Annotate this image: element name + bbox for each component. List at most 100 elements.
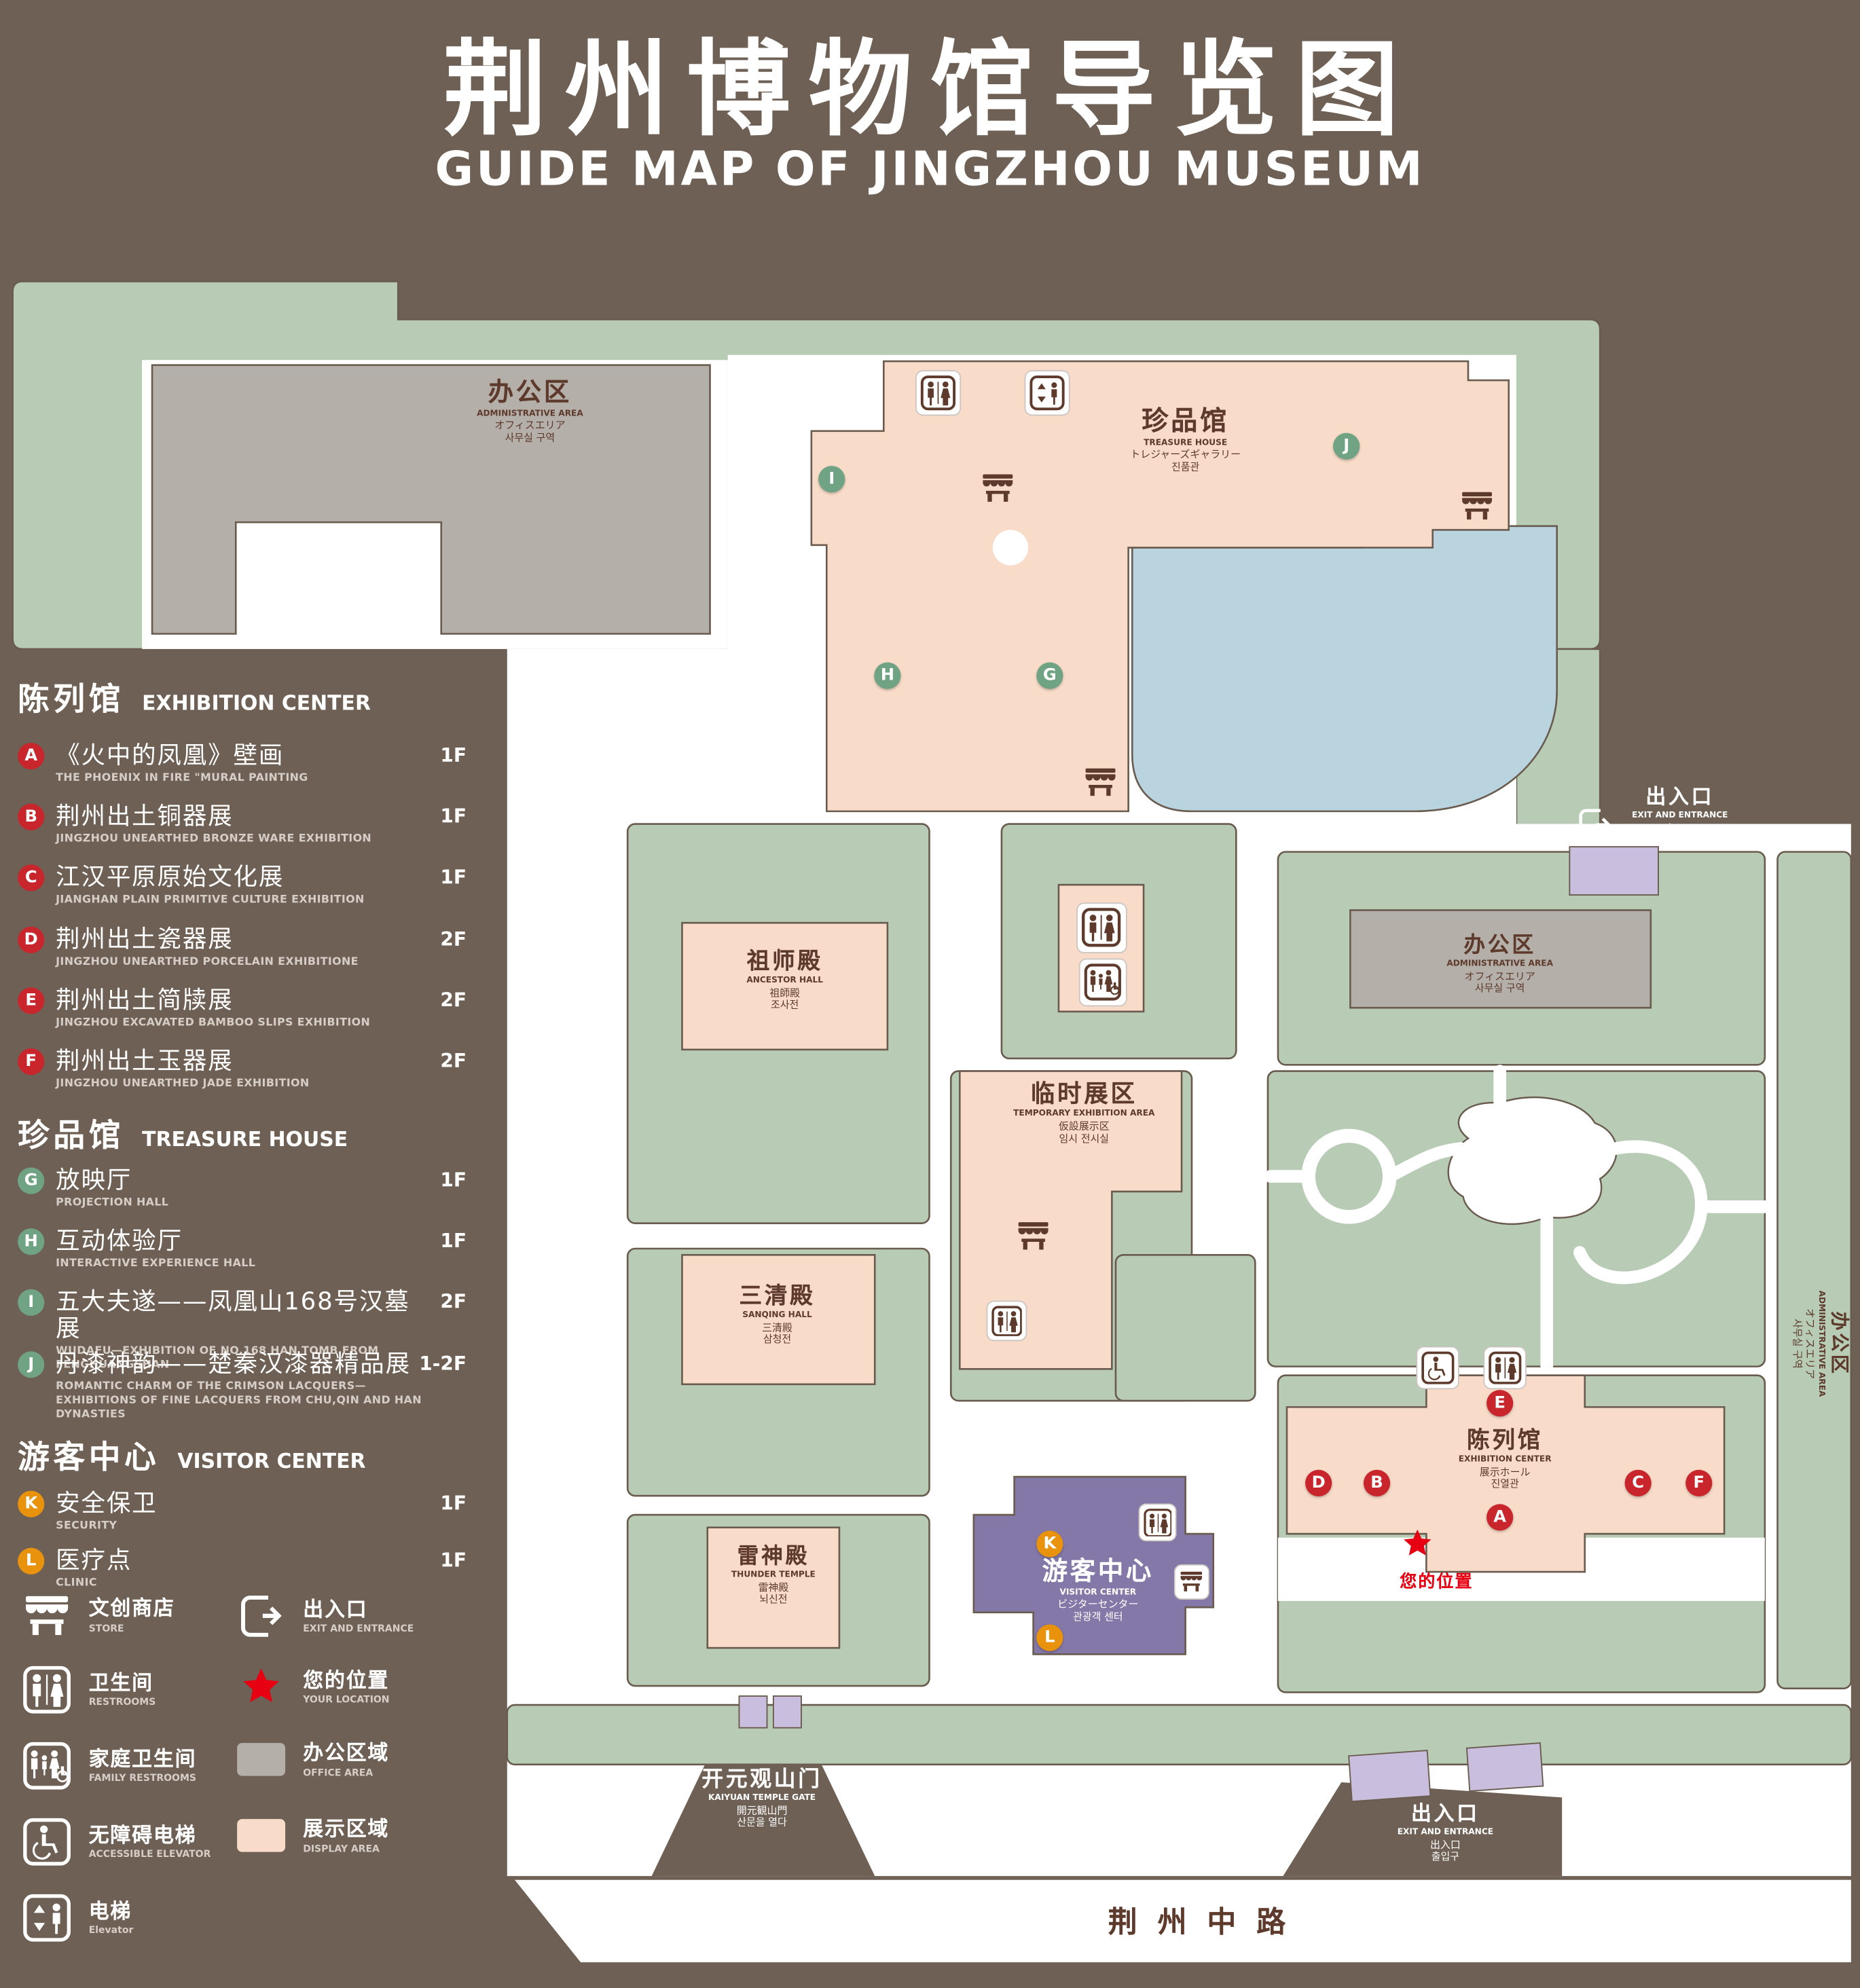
label-ancestor-hall: 祖师殿 ANCESTOR HALL 祖師殿 조사전 xyxy=(746,948,824,1011)
label-visitor-center: 游客中心 VISITOR CENTER ビジターセンター 관광객 센터 xyxy=(1042,1555,1154,1623)
region-green-east-strip xyxy=(1776,851,1853,1690)
marker-f: F xyxy=(1685,1469,1713,1496)
store-icon xyxy=(18,1592,76,1639)
your-location-label: 您的位置 xyxy=(1400,1572,1474,1592)
accessible-elevator-icon xyxy=(18,1818,76,1866)
structure-exit-top xyxy=(1569,846,1659,896)
marker-l: L xyxy=(1036,1624,1063,1651)
store-icon xyxy=(1458,490,1496,523)
label-thunder-temple: 雷神殿 THUNDER TEMPLE 雷神殿 뇌신전 xyxy=(731,1544,816,1605)
accessible-elevator-icon xyxy=(1416,1346,1459,1390)
exit-opening-bottom xyxy=(1283,1782,1563,1877)
label-exhibition-center: 陈列馆 EXHIBITION CENTER 展示ホール 진열관 xyxy=(1458,1427,1552,1490)
elevator-icon xyxy=(1024,370,1070,416)
label-kaiyuan-gate: 开元观山门 KAIYUAN TEMPLE GATE 開元観山門 산문을 열다 xyxy=(701,1767,822,1828)
road-jingzhou-middle xyxy=(515,1879,1851,1963)
label-road: 荆州中路 xyxy=(1108,1906,1307,1940)
label-admin-east-strip: 办公区 ADMINISTRATIVE AREA オフィスエリア 사무실 구역 xyxy=(1791,1290,1851,1397)
family-restroom-icon xyxy=(1078,958,1127,1007)
region-green-south-strip xyxy=(506,1704,1853,1766)
garden-path-3 xyxy=(1573,1140,1708,1285)
building-admin-topleft xyxy=(151,364,711,635)
exit-icon xyxy=(232,1592,291,1640)
label-exit-bottom: 出入口 EXIT AND ENTRANCE 出入口 출입구 xyxy=(1397,1801,1494,1862)
marker-d: D xyxy=(1305,1469,1332,1496)
gate-opening xyxy=(651,1764,875,1877)
elevator-icon xyxy=(18,1894,76,1942)
path-circle-cut xyxy=(992,530,1029,566)
label-temporary-exhibition: 临时展区 TEMPORARY EXHIBITION AREA 仮設展示区 임시 … xyxy=(1013,1080,1155,1144)
office-area-swatch xyxy=(232,1743,291,1777)
family-restroom-icon xyxy=(18,1742,76,1790)
water-pond xyxy=(1131,525,1558,813)
marker-e: E xyxy=(1487,1390,1514,1417)
region-green-temporary-2 xyxy=(1114,1254,1256,1402)
label-sanqing-hall: 三清殿 SANQING HALL 三清殿 삼청전 xyxy=(739,1283,816,1346)
exit-icon xyxy=(1576,806,1614,844)
marker-h: H xyxy=(874,662,901,689)
structure-exit-bottom-left xyxy=(1348,1750,1432,1803)
building-thunder-temple xyxy=(706,1526,841,1649)
building-sanqing-hall xyxy=(681,1254,876,1386)
store-icon xyxy=(979,472,1017,505)
structure-gate-right xyxy=(772,1695,802,1729)
label-admin-topleft: 办公区 ADMINISTRATIVE AREA オフィスエリア 사무실 구역 xyxy=(477,376,583,443)
store-icon xyxy=(1015,1219,1053,1253)
label-treasure-house: 珍品馆 TREASURE HOUSE トレジャーズギャラリー 진품관 xyxy=(1130,405,1241,473)
restroom-icon xyxy=(986,1300,1027,1342)
display-area-swatch xyxy=(232,1819,291,1853)
building-ancestor-hall xyxy=(681,921,889,1051)
label-exit-top: 出入口 EXIT AND ENTRANCE 出入口 출입구 xyxy=(1632,784,1728,846)
building-temporary-exhibition xyxy=(959,1070,1183,1370)
restroom-icon xyxy=(18,1665,76,1714)
garden-path-2 xyxy=(1383,1142,1467,1183)
marker-g: G xyxy=(1036,662,1063,689)
label-admin-right: 办公区 ADMINISTRATIVE AREA オフィスエリア 사무실 구역 xyxy=(1446,933,1554,994)
building-treasure-house xyxy=(810,360,1510,813)
marker-j: J xyxy=(1333,432,1360,460)
store-icon xyxy=(1173,1564,1210,1600)
page-subtitle: GUIDE MAP OF JINGZHOU MUSEUM xyxy=(435,142,1425,197)
marker-k: K xyxy=(1036,1530,1063,1558)
location-star-icon xyxy=(232,1665,291,1708)
structure-exit-bottom-right xyxy=(1465,1742,1544,1792)
store-icon xyxy=(1082,766,1120,799)
restroom-icon xyxy=(915,370,962,416)
structure-gate-left xyxy=(738,1695,768,1729)
restroom-icon xyxy=(1076,902,1127,953)
restroom-icon xyxy=(1138,1503,1177,1542)
page-title: 荆州博物馆导览图 xyxy=(443,30,1417,151)
building-admin-right xyxy=(1349,909,1652,1009)
marker-c: C xyxy=(1624,1469,1652,1496)
your-location-star-icon xyxy=(1401,1528,1434,1561)
marker-i: I xyxy=(818,466,845,493)
marker-b: B xyxy=(1363,1469,1391,1496)
restroom-icon xyxy=(1483,1346,1527,1390)
marker-a: A xyxy=(1487,1504,1514,1531)
